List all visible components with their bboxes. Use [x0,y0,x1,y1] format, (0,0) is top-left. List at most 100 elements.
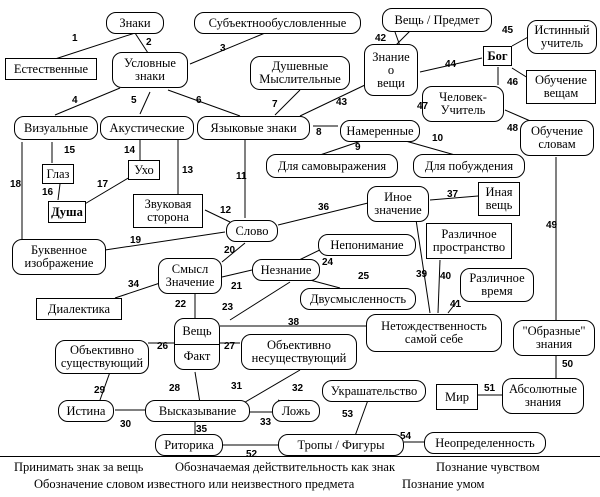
edge-label-33: 33 [260,417,272,428]
node-lie: Ложь [272,400,320,422]
edge-7 [274,89,301,116]
edge-41 [447,299,459,314]
edge-label-50: 50 [562,359,574,370]
node-diffspace: Различное пространство [426,223,512,259]
edge-label-26: 26 [157,341,169,352]
node-truth: Истина [58,400,114,422]
node-tropes: Тропы / Фигуры [278,434,404,456]
edge-label-11: 11 [236,171,247,182]
node-difftime: Различное время [460,268,534,302]
edge-2 [134,32,149,54]
legend-knowledge-by-feeling: Познание чувством [436,460,540,474]
edge-label-38: 38 [288,317,300,328]
edge-label-37: 37 [447,189,459,200]
edge-label-22: 22 [175,299,187,310]
edge-label-41: 41 [450,299,462,310]
edge-5 [139,91,151,115]
edge-19 [104,231,226,251]
edge-53 [354,399,369,437]
node-letter: Буквенное изображение [12,239,106,275]
edge-1 [51,32,136,61]
edge-label-32: 32 [292,383,304,394]
node-knowthing: Знание о вещи [364,44,418,96]
edge-4 [54,87,121,116]
edge-34 [114,282,161,299]
node-rhetoric: Риторика [155,434,223,456]
edge-label-10: 10 [432,133,444,144]
node-human: Человек- Учитель [422,86,504,122]
node-figurative: "Образные" знания [513,320,595,356]
legend-word-naming-object: Обозначение словом известного или неизве… [34,477,355,491]
edge-label-8: 8 [316,127,322,138]
edge-36 [277,202,369,226]
edge-25 [309,279,341,289]
edge-label-23: 23 [222,302,234,313]
edge-label-15: 15 [64,145,76,156]
edge-label-29: 29 [94,385,106,396]
edge-23 [229,281,291,321]
node-objnonexist: Объективно несуществующий [241,334,357,370]
edge-3 [189,32,266,65]
edge-44 [419,57,483,73]
edge-label-5: 5 [131,95,137,106]
edge-label-21: 21 [231,281,243,292]
node-learnwords: Обучение словам [520,120,594,156]
node-acoustic: Акустические [100,116,194,140]
edge-label-4: 4 [72,95,78,106]
node-utterance: Высказывание [145,400,250,422]
edge-39 [414,212,431,314]
edge-40 [437,259,441,314]
edge-label-2: 2 [146,37,152,48]
node-misund: Непонимание [318,234,416,256]
node-word: Слово [226,220,278,242]
edge-label-27: 27 [224,341,236,352]
edge-21 [221,269,253,278]
node-god: Бог [483,46,512,66]
node-true-teacher: Истинный учитель [527,20,597,54]
edge-label-39: 39 [416,269,428,280]
edge-label-31: 31 [231,381,243,392]
node-eye: Глаз [42,164,74,184]
edge-label-18: 18 [10,179,22,190]
node-selfexpr: Для самовыражения [266,154,398,178]
edge-label-17: 17 [97,179,109,190]
node-ornament: Украшательство [322,380,426,402]
node-ignor: Незнание [252,259,320,281]
node-znaki: Знаки [106,12,164,34]
node-uncertainty: Неопределенность [424,432,546,454]
edge-label-34: 34 [128,279,140,290]
edge-label-36: 36 [318,202,330,213]
legend-knowledge-by-mind: Познание умом [402,477,485,491]
edge-label-25: 25 [358,271,370,282]
node-otherthing: Иная вещь [478,182,520,216]
edge-label-20: 20 [224,245,236,256]
edge-label-48: 48 [507,123,519,134]
edge-label-12: 12 [220,205,232,216]
edge-label-1: 1 [72,33,78,44]
legend-reality-as-sign: Обозначаемая действительность как знак [175,460,396,474]
edge-label-54: 54 [400,431,412,442]
edge-label-24: 24 [322,257,334,268]
edge-label-46: 46 [507,77,519,88]
node-soul: Душевные Мыслительные [250,56,350,90]
node-visual: Визуальные [14,116,98,140]
edge-z1 [394,31,401,47]
edge-label-28: 28 [169,383,181,394]
edge-label-49: 49 [546,220,558,231]
edge-16 [57,183,61,201]
edge-label-44: 44 [445,59,457,70]
node-objexist: Объективно существующий [55,340,149,374]
edge-label-19: 19 [130,235,142,246]
edge-label-3: 3 [220,43,226,54]
edge-label-47: 47 [417,101,429,112]
edge-17 [82,176,131,206]
edge-label-9: 9 [355,142,361,153]
node-learnthings: Обучение вещам [526,70,596,104]
node-ear: Ухо [128,160,160,180]
edge-label-52: 52 [246,449,258,460]
edge-label-7: 7 [272,99,278,110]
edge-label-35: 35 [196,424,208,435]
edge-label-51: 51 [484,383,496,394]
edge-label-40: 40 [440,271,452,282]
